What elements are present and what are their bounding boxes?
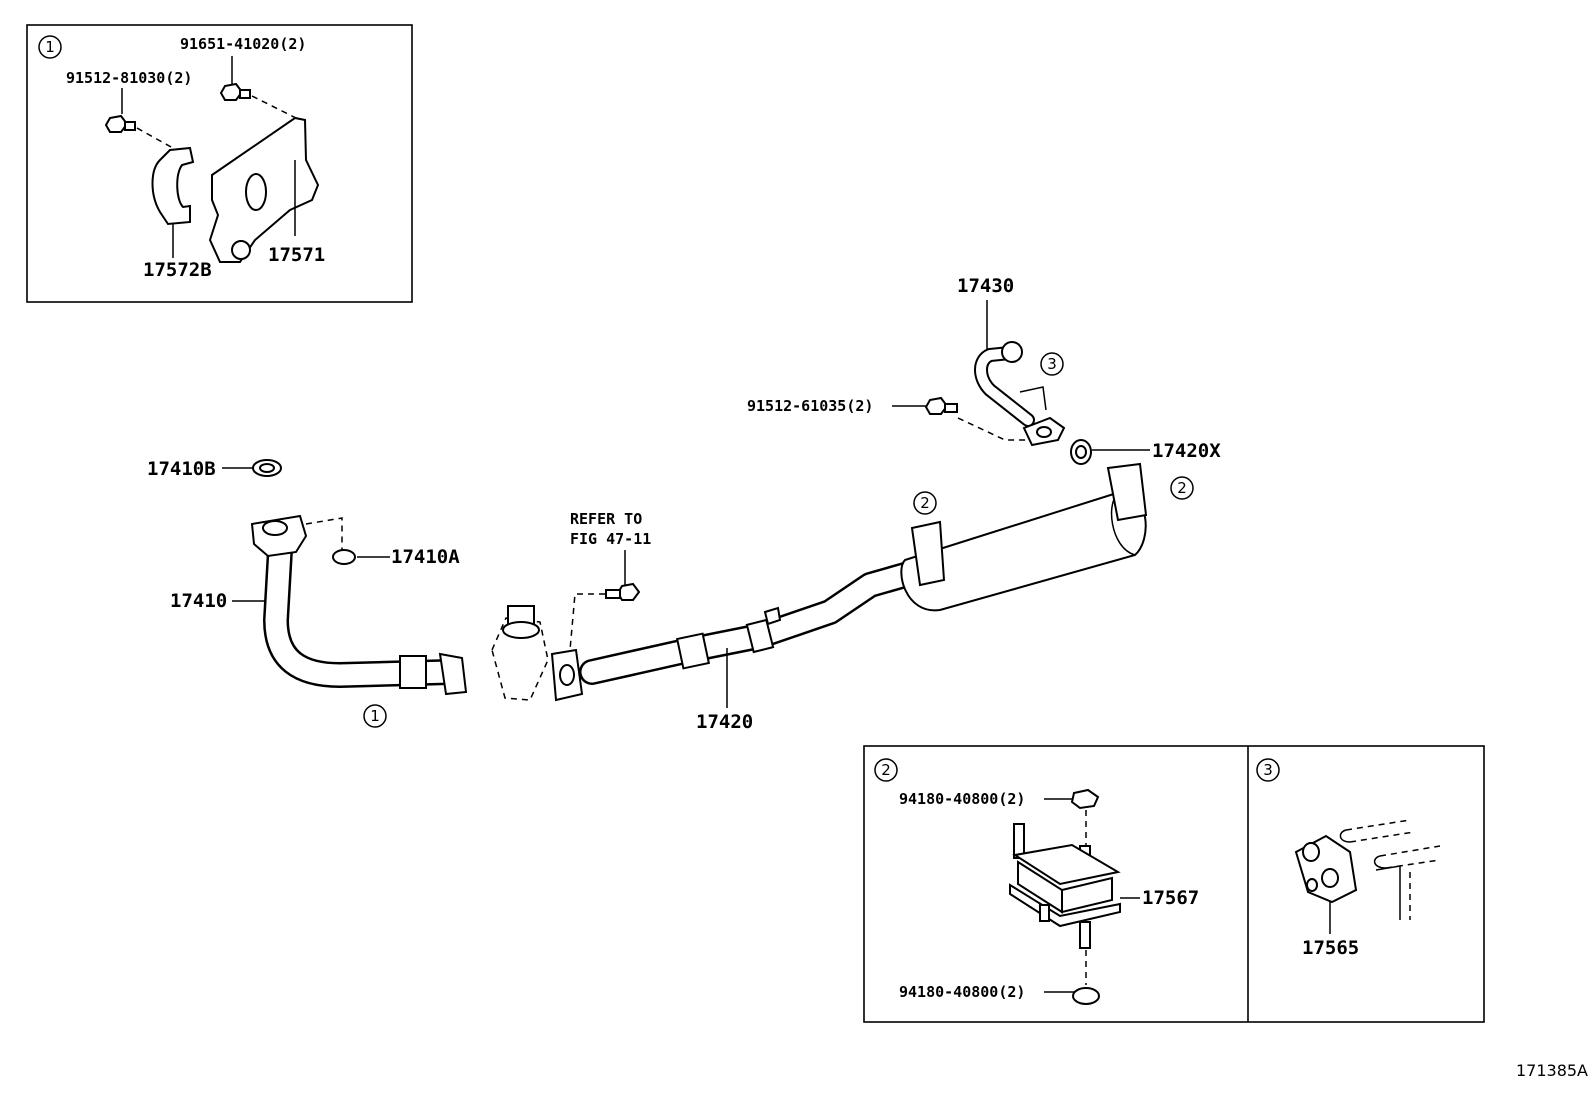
label-17410A: 17410A bbox=[391, 546, 460, 568]
callout-3-main: 3 bbox=[1040, 352, 1064, 376]
figure-code: 171385A bbox=[1516, 1061, 1588, 1080]
label-91651-41020: 91651-41020(2) bbox=[180, 35, 306, 53]
catalytic-converter-ref-icon bbox=[491, 605, 549, 701]
label-94180-bottom: 94180-40800(2) bbox=[899, 983, 1025, 1001]
nut-17410A-icon bbox=[332, 549, 356, 565]
callout-2-rear: 2 bbox=[1170, 476, 1194, 500]
callout-1-inset: 1 bbox=[38, 35, 62, 59]
inset-2-3-detail: 2 3 94180-40800(2) 17567 94180-40800(2) bbox=[863, 745, 1485, 1023]
center-pipe-17420-group: 2 2 17420 bbox=[550, 462, 1194, 733]
label-91512-81030: 91512-81030(2) bbox=[66, 69, 192, 87]
bolt-91512-61035-icon bbox=[924, 396, 958, 415]
nut-94180-top-icon bbox=[1070, 788, 1100, 810]
tail-pipe-17430-group: 17430 3 91512-61035(2) 17420X bbox=[747, 275, 1221, 465]
callout-2-front: 2 bbox=[913, 491, 937, 515]
inset-1-frame bbox=[26, 24, 413, 303]
muffler-front-bracket-icon bbox=[910, 520, 946, 587]
dash-bolt-to-clamp bbox=[136, 127, 181, 153]
front-pipe-joint-icon bbox=[399, 655, 427, 689]
bolt-91512-81030-icon bbox=[104, 114, 136, 133]
label-94180-top: 94180-40800(2) bbox=[899, 790, 1025, 808]
label-17567: 17567 bbox=[1142, 887, 1199, 909]
nut-94180-bottom-icon bbox=[1072, 987, 1100, 1005]
dash-bolt-to-bracket bbox=[251, 95, 301, 121]
callout-1-main: 1 bbox=[363, 704, 387, 728]
label-17430: 17430 bbox=[957, 275, 1014, 297]
muffler-rear-bracket-icon bbox=[1106, 462, 1148, 522]
rubber-mount-17567-icon bbox=[1009, 823, 1121, 949]
bracket-nut-icon bbox=[231, 240, 251, 260]
center-pipe-joint-icon bbox=[675, 632, 711, 670]
callout-1-main-text: 1 bbox=[370, 707, 380, 725]
callout-3-main-text: 3 bbox=[1047, 355, 1057, 373]
callout-3-inset-text: 3 bbox=[1263, 761, 1273, 779]
label-17565: 17565 bbox=[1302, 937, 1359, 959]
dash-bolt-to-flange bbox=[957, 417, 1030, 441]
label-91512-61035: 91512-61035(2) bbox=[747, 397, 873, 415]
label-17420X: 17420X bbox=[1152, 440, 1221, 462]
refer-to-line1: REFER TO bbox=[570, 510, 642, 528]
label-17410: 17410 bbox=[170, 590, 227, 612]
bracket-hole-icon bbox=[245, 173, 267, 211]
refer-to-line2: FIG 47-11 bbox=[570, 530, 651, 548]
label-17572B: 17572B bbox=[143, 259, 212, 281]
front-pipe-outlet-flange-icon bbox=[438, 652, 468, 696]
front-pipe-17410-group: 17410B 17410A 17410 1 bbox=[147, 458, 468, 728]
callout-2-front-text: 2 bbox=[920, 494, 930, 512]
label-17571: 17571 bbox=[268, 244, 325, 266]
center-pipe-hanger-icon bbox=[763, 606, 782, 626]
clamp-17572B-icon bbox=[151, 146, 195, 226]
bolt-91651-icon bbox=[219, 82, 251, 101]
tail-pipe-end-icon bbox=[1001, 341, 1023, 363]
label-17420: 17420 bbox=[696, 711, 753, 733]
callout-3-inset: 3 bbox=[1256, 758, 1280, 782]
callout-2-inset: 2 bbox=[874, 758, 898, 782]
tail-pipe-hanger-rod-icon bbox=[1019, 386, 1047, 411]
dash-flange-to-nut bbox=[305, 517, 343, 550]
inset-1-detail: 1 91651-41020(2) 91512-81030(2) 17572B 1… bbox=[26, 24, 413, 303]
callout-2-rear-text: 2 bbox=[1177, 479, 1187, 497]
center-pipe-joint2-icon bbox=[745, 618, 775, 654]
label-17410B: 17410B bbox=[147, 458, 216, 480]
bolt-refer-icon bbox=[605, 582, 641, 601]
rubber-hanger-17565-icon bbox=[1294, 834, 1358, 904]
callout-1-inset-text: 1 bbox=[45, 38, 55, 56]
dash-refer-bolt bbox=[569, 593, 605, 651]
inset-2-3-frame bbox=[863, 745, 1485, 1023]
callout-2-inset-text: 2 bbox=[881, 761, 891, 779]
